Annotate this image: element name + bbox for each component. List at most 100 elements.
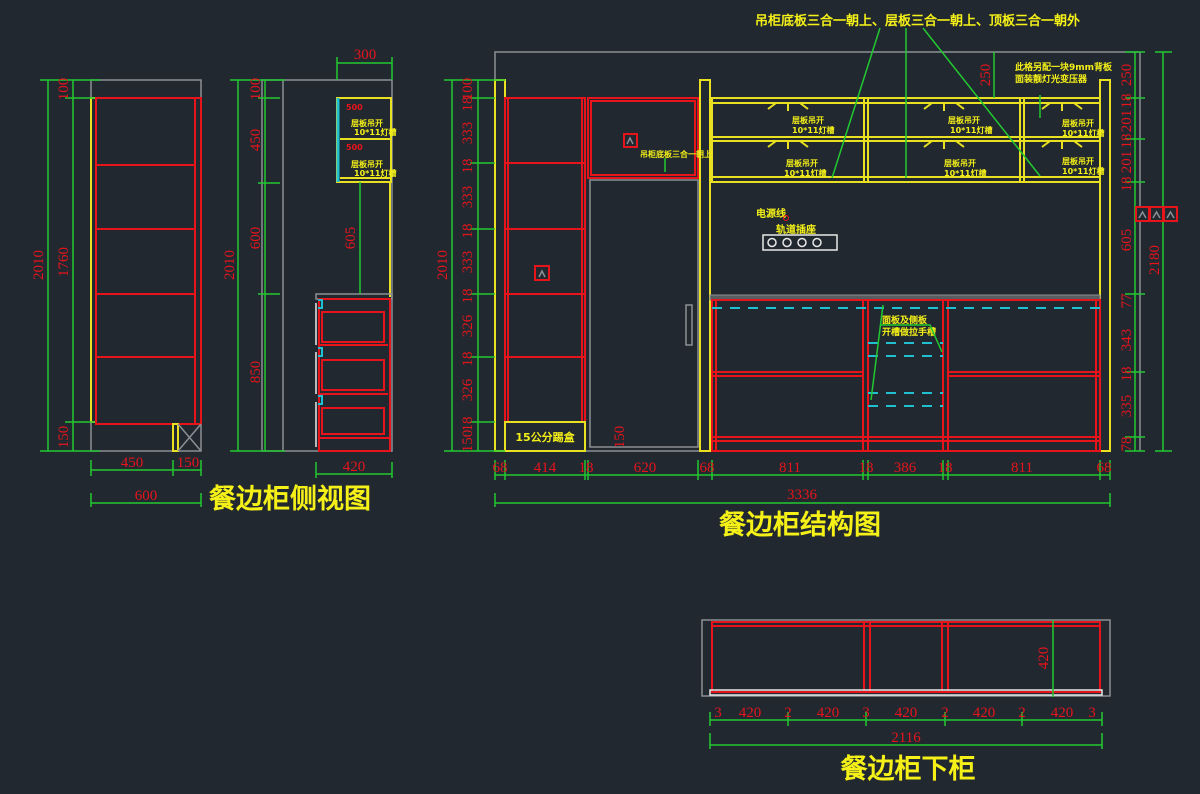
socket-icon bbox=[534, 265, 550, 281]
label-notes-light_slot: 10*11灯槽 bbox=[1062, 128, 1104, 138]
label-notes-light_slot: 10*11灯槽 bbox=[950, 125, 992, 135]
label-main-bottom_dims-3: 620 bbox=[634, 460, 657, 476]
dim-width-total: 3336 bbox=[787, 487, 818, 503]
label-main-right_dims-3: 18 bbox=[1119, 134, 1135, 149]
dim-mid: 1760 bbox=[56, 247, 72, 277]
label-notes-light: 层板吊开 bbox=[785, 158, 818, 168]
label-main-left_dims-5: 18 bbox=[460, 224, 476, 239]
label-main-bottom_dims-8: 18 bbox=[938, 460, 953, 476]
note-slot-1: 10*11灯槽 bbox=[354, 127, 396, 137]
label-main-right_dims-2: 201 bbox=[1119, 110, 1135, 133]
label-main-left_dims-11: 18 bbox=[460, 417, 476, 432]
label-main-left_dims-2: 333 bbox=[460, 122, 476, 145]
dim-height-total: 2010 bbox=[31, 250, 47, 280]
note-power-line: 电源线 bbox=[756, 207, 786, 220]
label-lower-dims-5: 420 bbox=[895, 705, 918, 721]
dim-lower: 850 bbox=[248, 361, 264, 384]
note-back-panel-1: 此格另配一块9mm背板 bbox=[1015, 61, 1113, 73]
label-lower-dims-8: 2 bbox=[1018, 705, 1026, 721]
label-main-right_dims-4: 201 bbox=[1119, 151, 1135, 174]
label-main-left_dims-0: 100 bbox=[460, 78, 476, 101]
label-main-right_dims-5: 18 bbox=[1119, 177, 1135, 192]
note-panel-1: 面板及侧板 bbox=[882, 314, 928, 326]
label-main-left_dims-6: 333 bbox=[460, 251, 476, 274]
dim-height-total: 2010 bbox=[435, 250, 451, 280]
label-notes-light_slot: 10*11灯槽 bbox=[1062, 166, 1104, 176]
dim-width-main: 450 bbox=[121, 455, 144, 471]
dim-width-total: 600 bbox=[135, 488, 158, 504]
dim-upper: 450 bbox=[248, 129, 264, 152]
label-notes-light_slot: 10*11灯槽 bbox=[784, 168, 826, 178]
label-lower-dims-1: 420 bbox=[739, 705, 762, 721]
dim-middle: 600 bbox=[248, 227, 264, 250]
label-main-right_dims-11: 78 bbox=[1119, 437, 1135, 452]
label-main-bottom_dims-10: 68 bbox=[1097, 460, 1112, 476]
label-main-left_dims-1: 18 bbox=[460, 97, 476, 112]
label-main-left_dims-12: 150 bbox=[460, 430, 476, 453]
label-notes-light_slot: 10*11灯槽 bbox=[944, 168, 986, 178]
label-main-left_dims-3: 18 bbox=[460, 159, 476, 174]
note-rail-socket: 轨道插座 bbox=[776, 223, 816, 236]
side-view-1: 2010 100 1760 150 450 150 600 bbox=[31, 78, 202, 507]
label-lower-dims-7: 420 bbox=[973, 705, 996, 721]
dim-height-total: 2010 bbox=[222, 250, 238, 280]
title-side-view: 餐边柜侧视图 bbox=[209, 484, 371, 515]
label-main-right_dims-9: 18 bbox=[1119, 367, 1135, 382]
label-main-bottom_dims-4: 68 bbox=[700, 460, 715, 476]
label-main-right_dims-10: 335 bbox=[1119, 395, 1135, 418]
socket-icon bbox=[623, 133, 638, 148]
lower-dims: 3 420 2 420 3 420 2 420 2 420 3 bbox=[714, 705, 1096, 721]
label-main-right_dims-1: 18 bbox=[1119, 94, 1135, 109]
dim-gap: 605 bbox=[343, 227, 359, 250]
side-view-2: 500 层板吊开 10*11灯槽 500 层板吊开 10*11灯槽 2010 1… bbox=[222, 47, 396, 478]
label-notes-light: 层板吊开 bbox=[947, 115, 980, 125]
label-main-right_dims-8: 343 bbox=[1119, 329, 1135, 352]
label-lower-dims-4: 3 bbox=[862, 705, 870, 721]
label-main-bottom_dims-2: 18 bbox=[579, 460, 594, 476]
bottom-dims: 68 414 18 620 68 811 18 386 18 811 68 bbox=[493, 460, 1112, 476]
label-main-bottom_dims-6: 18 bbox=[859, 460, 874, 476]
label-lower-dims-10: 3 bbox=[1088, 705, 1096, 721]
label-main-bottom_dims-7: 386 bbox=[894, 460, 917, 476]
dim-bottom: 150 bbox=[56, 426, 72, 449]
label-main-right_dims-6: 605 bbox=[1119, 229, 1135, 252]
dim-width-total: 2116 bbox=[891, 730, 921, 746]
label-lower-dims-0: 3 bbox=[714, 705, 722, 721]
note-slot-2: 10*11灯槽 bbox=[354, 168, 396, 178]
note-back-panel-2: 面装靓灯光变压器 bbox=[1015, 73, 1088, 85]
dim-depth: 420 bbox=[1036, 647, 1052, 670]
title-lower-cabinet: 餐边柜下柜 bbox=[841, 754, 976, 785]
dim-lower-depth: 420 bbox=[343, 459, 366, 475]
label-main-right_dims-7: 77 bbox=[1119, 293, 1135, 309]
rail-socket-icon bbox=[762, 234, 838, 251]
note-top-boards: 吊柜底板三合一朝上、层板三合一朝上、顶板三合一朝外 bbox=[755, 13, 1080, 29]
label-main-right_dims-0: 250 bbox=[1119, 64, 1135, 87]
label-notes-light: 层板吊开 bbox=[791, 115, 824, 125]
note-toe-box: 15公分踢盒 bbox=[515, 430, 575, 444]
label-main-left_dims-7: 18 bbox=[460, 289, 476, 304]
label-main-left_dims-9: 18 bbox=[460, 352, 476, 367]
dim-top-gap: 250 bbox=[978, 64, 994, 87]
dim-top: 100 bbox=[248, 78, 264, 101]
left-dims: 100 18 333 18 333 18 333 18 326 18 326 1… bbox=[460, 78, 476, 453]
label-lower-dims-3: 420 bbox=[817, 705, 840, 721]
label-main-bottom_dims-1: 414 bbox=[534, 460, 557, 476]
lower-cabinet-plan: 420 3 420 2 420 3 420 2 420 2 420 3 2116 bbox=[701, 619, 1111, 749]
dim-right-total: 2180 bbox=[1147, 245, 1163, 275]
note-upper-left: 吊柜底板三合一朝上 bbox=[640, 149, 712, 159]
dim-width-side: 150 bbox=[177, 455, 200, 471]
note-small-1: 500 bbox=[346, 103, 363, 112]
label-notes-light: 层板吊开 bbox=[1061, 156, 1094, 166]
right-dims: 250 18 201 18 201 18 605 77 343 18 335 7… bbox=[1119, 64, 1135, 452]
note-small-2: 500 bbox=[346, 143, 363, 152]
note-panel-2: 开槽做拉手槽 bbox=[882, 326, 936, 338]
dim-top: 100 bbox=[56, 78, 72, 101]
label-lower-dims-6: 2 bbox=[941, 705, 949, 721]
label-main-bottom_dims-9: 811 bbox=[1011, 460, 1033, 476]
label-main-left_dims-8: 326 bbox=[460, 314, 476, 337]
label-notes-light: 层板吊开 bbox=[1061, 118, 1094, 128]
label-lower-dims-2: 2 bbox=[784, 705, 792, 721]
